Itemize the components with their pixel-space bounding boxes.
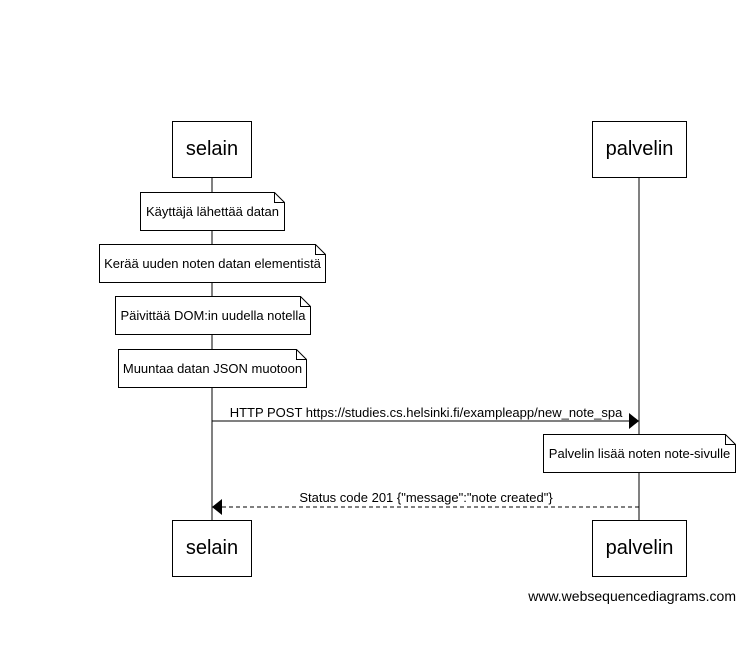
note-palvelin-lisaa: Palvelin lisää noten note-sivulle [543, 434, 736, 473]
note-muuntaa-json: Muuntaa datan JSON muotoon [118, 349, 307, 388]
message-label-response: Status code 201 {"message":"note created… [299, 490, 553, 505]
note-frame [543, 434, 736, 473]
note-text: Muuntaa datan JSON muotoon [122, 361, 303, 376]
watermark-link[interactable]: www.websequencediagrams.com [528, 588, 736, 604]
note-text: Kerää uuden noten datan elementistä [104, 256, 321, 271]
note-keraa-uuden-noten: Kerää uuden noten datan elementistä [99, 244, 326, 283]
note-frame [115, 296, 311, 335]
note-frame [99, 244, 326, 283]
participant-palvelin-bottom: palvelin [592, 520, 687, 577]
participant-selain-bottom: selain [172, 520, 252, 577]
note-text: Käyttäjä lähettää datan [146, 204, 279, 219]
arrowhead-post [629, 413, 639, 429]
note-text: Palvelin lisää noten note-sivulle [548, 446, 731, 461]
note-kayttaja-lahettaa: Käyttäjä lähettää datan [140, 192, 285, 231]
message-label-post: HTTP POST https://studies.cs.helsinki.fi… [229, 405, 623, 420]
arrowhead-response [212, 499, 222, 515]
note-text: Päivittää DOM:in uudella notella [120, 308, 306, 323]
note-paivittaa-dom: Päivittää DOM:in uudella notella [115, 296, 311, 335]
note-frame [140, 192, 285, 231]
participant-selain-top: selain [172, 121, 252, 178]
note-frame [118, 349, 307, 388]
participant-palvelin-top: palvelin [592, 121, 687, 178]
